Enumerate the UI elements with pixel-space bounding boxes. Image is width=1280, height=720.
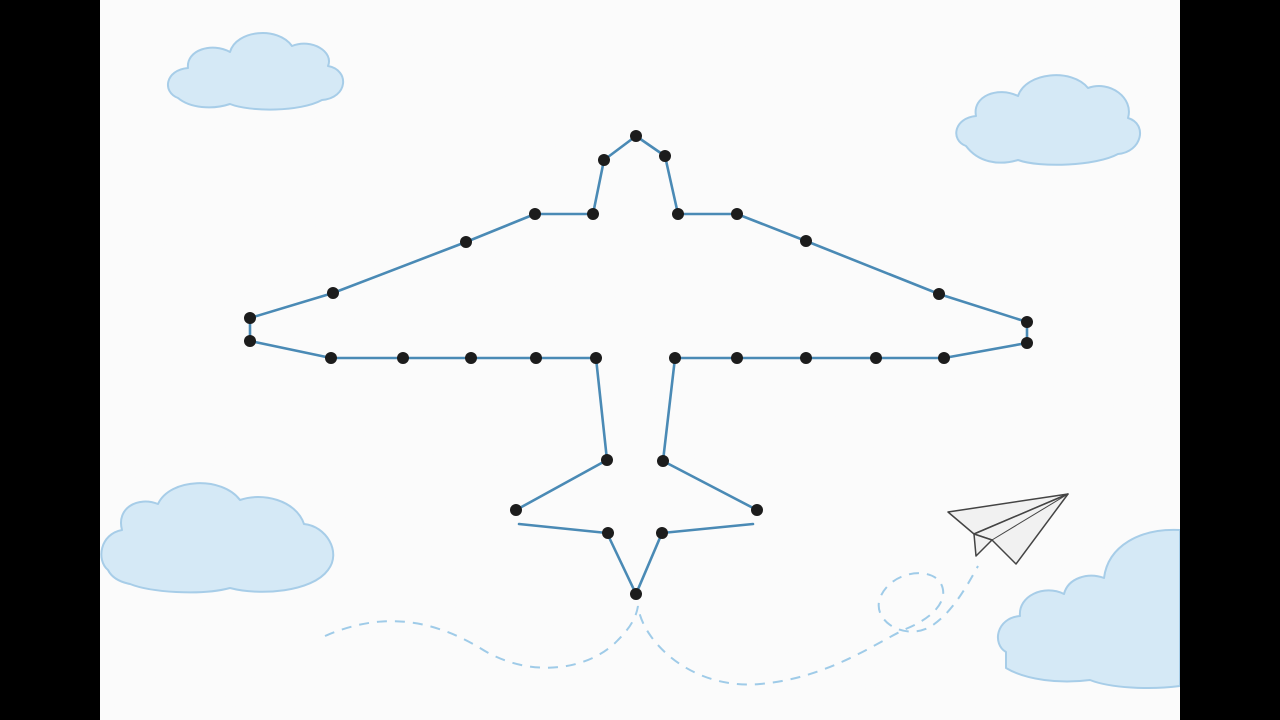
- dot-20[interactable]: [590, 352, 602, 364]
- drawing-canvas[interactable]: [100, 0, 1180, 720]
- dot-17[interactable]: [397, 352, 409, 364]
- outline-segment-tail-left: [517, 522, 664, 596]
- dots: [244, 130, 1033, 600]
- dot-21[interactable]: [669, 352, 681, 364]
- dot-26[interactable]: [601, 454, 613, 466]
- dot-15[interactable]: [1021, 337, 1033, 349]
- dot-8[interactable]: [460, 236, 472, 248]
- dot-29[interactable]: [751, 504, 763, 516]
- dot-7[interactable]: [731, 208, 743, 220]
- dot-3[interactable]: [659, 150, 671, 162]
- dot-28[interactable]: [510, 504, 522, 516]
- dot-13[interactable]: [1021, 316, 1033, 328]
- dot-4[interactable]: [529, 208, 541, 220]
- dot-12[interactable]: [244, 312, 256, 324]
- cloud-top-right-icon: [955, 74, 1141, 166]
- dot-25[interactable]: [938, 352, 950, 364]
- letterbox-left: [0, 0, 100, 720]
- dot-6[interactable]: [672, 208, 684, 220]
- flight-trail: [324, 565, 979, 686]
- puzzle-scene: [100, 0, 1180, 720]
- paper-plane-icon: [947, 493, 1069, 565]
- dot-22[interactable]: [731, 352, 743, 364]
- dot-5[interactable]: [587, 208, 599, 220]
- dot-9[interactable]: [800, 235, 812, 247]
- dot-18[interactable]: [465, 352, 477, 364]
- dot-1[interactable]: [630, 130, 642, 142]
- letterbox-right: [1180, 0, 1280, 720]
- dot-19[interactable]: [530, 352, 542, 364]
- dot-23[interactable]: [800, 352, 812, 364]
- cloud-bottom-left-icon: [100, 482, 335, 594]
- cloud-top-left-icon: [167, 32, 345, 111]
- dot-31[interactable]: [656, 527, 668, 539]
- dot-16[interactable]: [325, 352, 337, 364]
- dot-11[interactable]: [933, 288, 945, 300]
- dot-10[interactable]: [327, 287, 339, 299]
- clouds: [100, 32, 1180, 689]
- dot-2[interactable]: [598, 154, 610, 166]
- cloud-bottom-right-icon: [997, 528, 1180, 689]
- dot-14[interactable]: [244, 335, 256, 347]
- dot-24[interactable]: [870, 352, 882, 364]
- outline-segment-tail-right: [660, 522, 755, 535]
- dot-32[interactable]: [630, 588, 642, 600]
- dot-30[interactable]: [602, 527, 614, 539]
- dot-27[interactable]: [657, 455, 669, 467]
